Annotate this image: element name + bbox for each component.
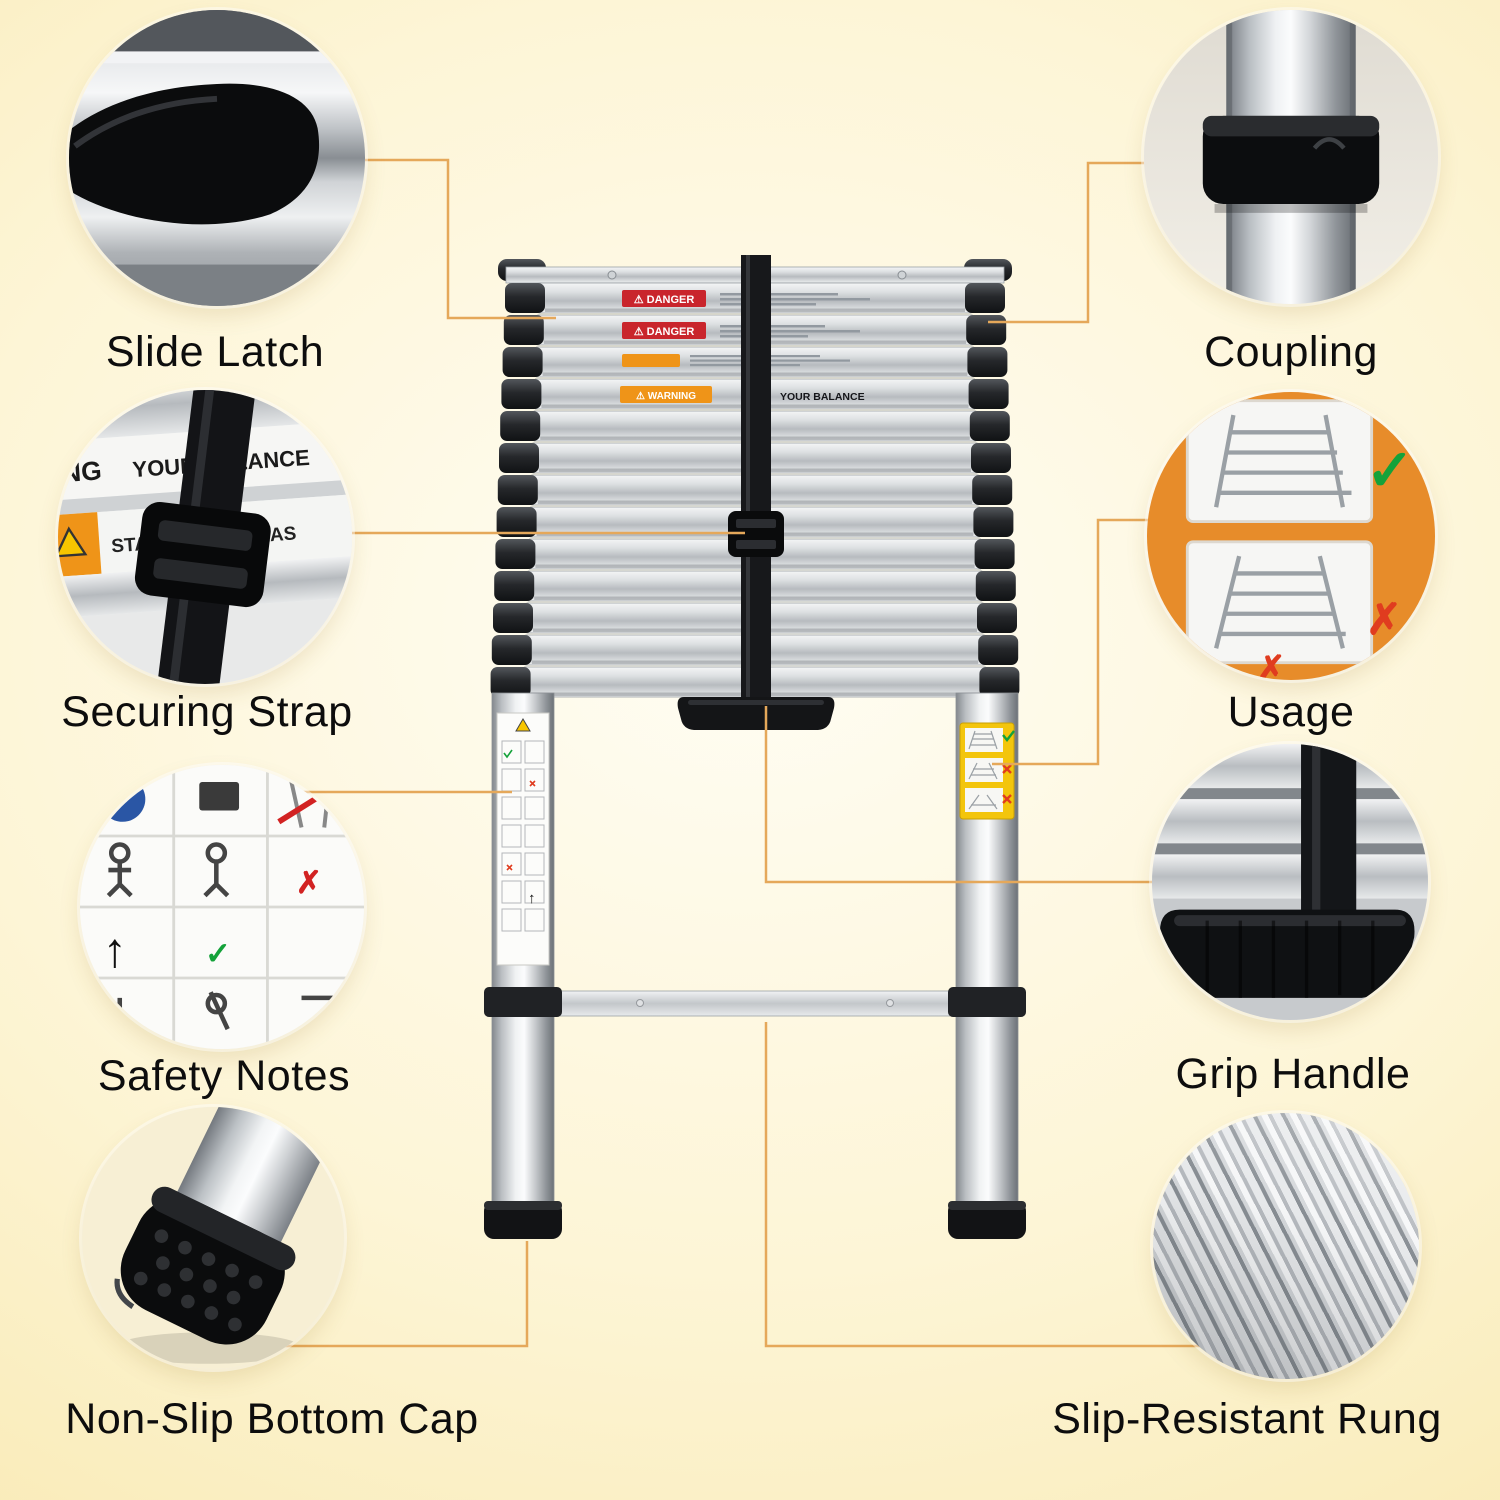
grip-handle-photo (1152, 744, 1428, 1020)
connector-usage (992, 518, 1150, 766)
telescoping-ladder-illustration: ⚠ DANGER ⚠ DANGER ⚠ WARNING YOUR BALANCE (484, 255, 1026, 1239)
label-slip-rung: Slip-Resistant Rung (1052, 1395, 1442, 1443)
slide-latch-photo (69, 10, 365, 306)
handle-shape (1159, 909, 1415, 998)
rung-clamp (948, 987, 1026, 1017)
up-arrow-icon: ↑ (528, 890, 536, 907)
connector-coupling (988, 161, 1146, 324)
non-slip-cap-photo (82, 1107, 344, 1369)
usage-sticker (959, 722, 1015, 820)
connector-slide-latch (365, 158, 556, 320)
label-coupling: Coupling (1204, 328, 1378, 376)
connector-slip-rung (764, 1022, 1202, 1348)
label-safety-notes: Safety Notes (97, 1052, 351, 1100)
safety-notes-photo: ✗ ↑ ✓ ✗ (80, 765, 364, 1049)
bottom-caps (484, 1201, 1026, 1239)
check-icon: ✓ (205, 936, 231, 971)
label-usage: Usage (1227, 688, 1355, 736)
rivet (607, 270, 617, 280)
label-securing-strap: Securing Strap (61, 688, 353, 736)
coupling-photo (1144, 10, 1438, 304)
label-non-slip-cap: Non-Slip Bottom Cap (65, 1395, 479, 1443)
up-arrow-icon: ↑ (103, 924, 127, 978)
securing-strap-photo: NING YOUR BALANCE STAND ON THE LAS (58, 390, 352, 684)
coupling-collar (1202, 115, 1380, 205)
balance-text: YOUR BALANCE (780, 391, 865, 403)
cross-icon: ✗ (296, 865, 322, 900)
cross-icon: ✗ (1256, 650, 1285, 680)
label-grip-handle: Grip Handle (1175, 1050, 1411, 1098)
rivet (886, 999, 894, 1007)
danger-label: ⚠ DANGER (634, 294, 695, 306)
grip-handle (677, 697, 835, 730)
label-slide-latch: Slide Latch (105, 328, 325, 376)
rung-clamp (484, 987, 562, 1017)
connector-non-slip-cap (280, 1241, 529, 1348)
slip-resistant-rung-photo (1153, 1113, 1419, 1379)
strap-with-buckle (134, 390, 271, 684)
rivet (636, 999, 644, 1007)
danger-label: ⚠ DANGER (634, 326, 695, 338)
connector-grip-handle (764, 706, 1154, 884)
usage-photo: ✓ ✗ ✗ (1147, 392, 1435, 680)
rivet (897, 270, 907, 280)
latch-shape (69, 83, 320, 225)
safety-notes-sticker: ↑ (496, 712, 550, 966)
warning-label: ⚠ WARNING (636, 391, 696, 402)
securing-strap (728, 255, 784, 699)
check-icon: ✓ (1366, 439, 1414, 503)
